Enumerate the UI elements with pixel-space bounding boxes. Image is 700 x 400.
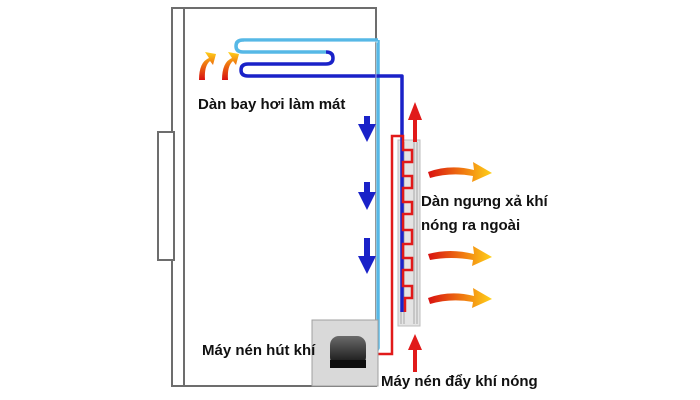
- evaporator-coil-cool: [234, 38, 380, 357]
- cold-flow-arrows: [358, 116, 376, 274]
- compressor: [311, 319, 379, 387]
- heat-intake-arrows: [199, 52, 239, 80]
- hot-flow-arrows: [408, 102, 422, 372]
- compressor-body: [330, 336, 366, 366]
- condenser-label-line-2: nóng ra ngoài: [421, 217, 521, 234]
- heat-right-arrow-3: [428, 288, 492, 308]
- heat-up-arrow-1: [199, 52, 216, 80]
- heat-release-arrows: [428, 162, 492, 308]
- up-arrow-bottom: [408, 334, 422, 372]
- condenser-label-line-1: Dàn ngưng xả khí: [421, 193, 548, 210]
- down-arrow-2: [358, 182, 376, 210]
- evaporator-label: Dàn bay hơi làm mát: [198, 96, 346, 113]
- evaporator-coil-cold: [239, 50, 404, 312]
- up-arrow-top: [408, 102, 422, 142]
- compressor-base: [330, 360, 366, 368]
- door-handle: [157, 131, 175, 261]
- evaporator-coil-highlight: [244, 41, 378, 346]
- heat-up-arrow-2: [222, 52, 239, 80]
- hot-refrigerant-line: [368, 134, 414, 356]
- condenser-label: Dàn ngưng xả khí nóng ra ngoài: [421, 190, 548, 238]
- compressor-discharge-label: Máy nén đẩy khí nóng: [381, 373, 538, 390]
- heat-right-arrow-2: [428, 246, 492, 266]
- down-arrow-1: [358, 116, 376, 142]
- heat-right-arrow-1: [428, 162, 492, 182]
- compressor-suction-label: Máy nén hút khí: [202, 342, 316, 359]
- down-arrow-3: [358, 238, 376, 274]
